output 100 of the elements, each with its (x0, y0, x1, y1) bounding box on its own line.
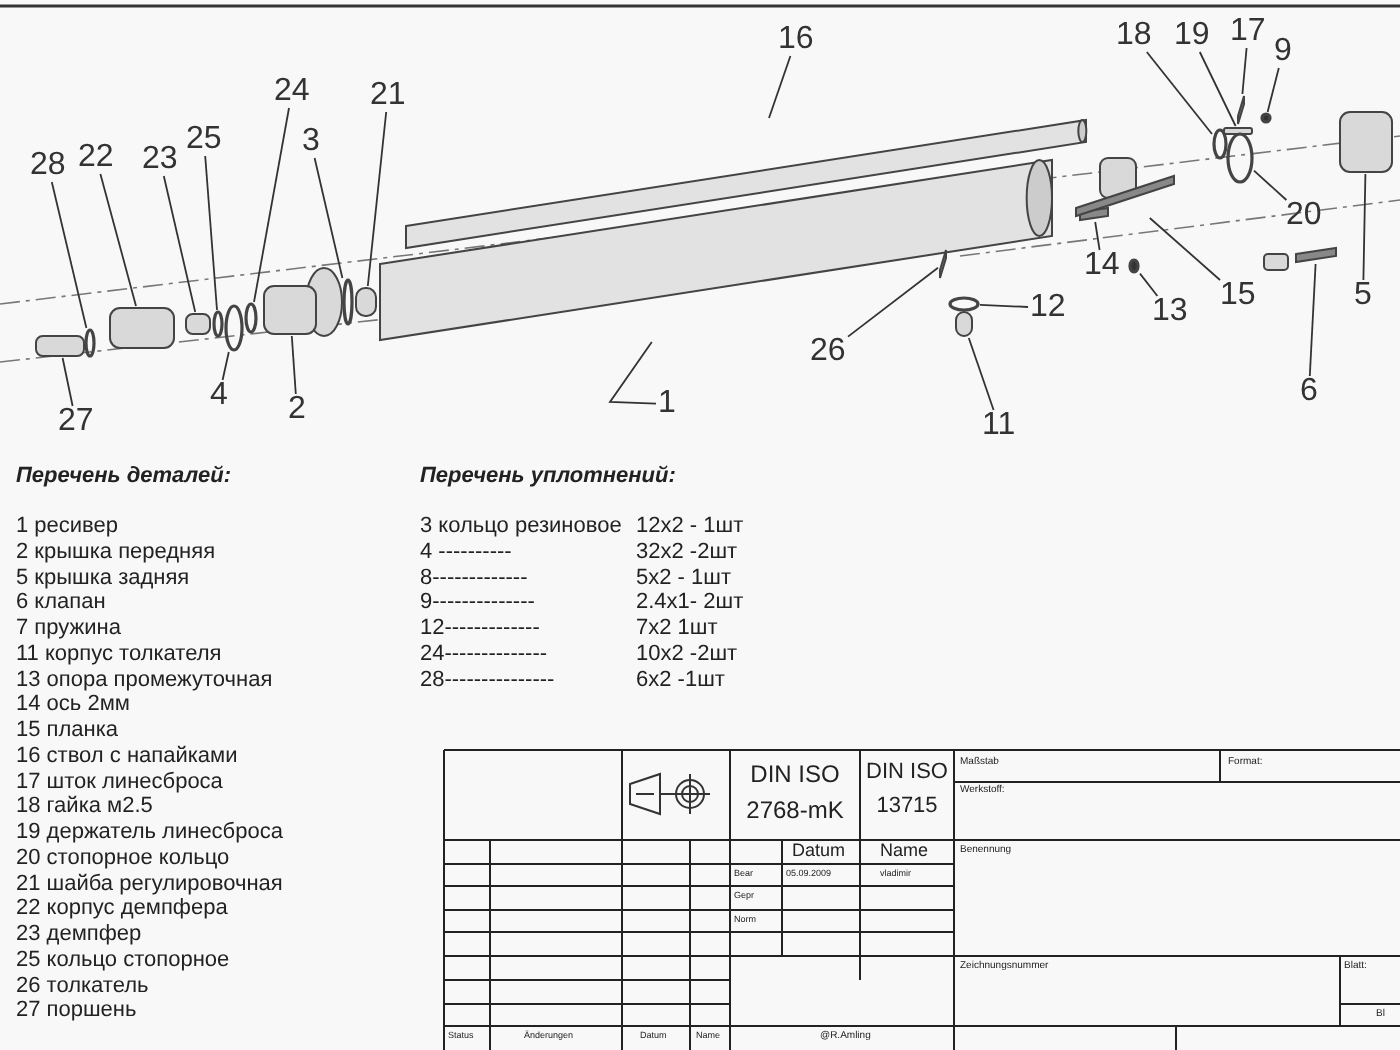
seal-size-text: 5x2 - 1шт (636, 565, 731, 590)
leader-line (221, 351, 230, 381)
callout-number: 13 (1150, 296, 1190, 328)
part-body (955, 311, 973, 337)
callout-number: 26 (808, 336, 848, 368)
leader-line (204, 155, 218, 311)
part-body (1339, 111, 1393, 173)
callout-number: 5 (1352, 280, 1374, 312)
callout-number: 16 (776, 24, 816, 56)
seal-list-item: 24-------------- (420, 641, 548, 666)
parts-list-item: 27 поршень (16, 998, 137, 1023)
callout-number: 15 (1218, 280, 1258, 312)
o-ring (1212, 128, 1228, 160)
callout-number: 17 (1228, 16, 1268, 48)
o-ring (1260, 112, 1272, 124)
parts-list-item: 6 клапан (16, 590, 106, 615)
seal-size-text: 2.4x1- 2шт (636, 590, 744, 615)
leader-line (847, 266, 939, 338)
leader-line (366, 111, 388, 287)
leader-line (1198, 51, 1237, 127)
leader-line (1266, 67, 1280, 113)
part-body (109, 307, 175, 349)
o-ring (244, 302, 258, 334)
o-ring (1128, 258, 1140, 274)
tube-part (405, 118, 1088, 250)
callout-number: 20 (1284, 200, 1324, 232)
callout-number: 3 (300, 126, 322, 158)
leader-line (1148, 217, 1221, 281)
o-ring (212, 310, 224, 338)
part-body (355, 287, 377, 317)
parts-list-item: 23 демпфер (16, 922, 142, 947)
column-header: Name (880, 842, 929, 862)
callout-number: 25 (184, 124, 224, 156)
seal-size-text: 6x2 -1шт (636, 667, 725, 692)
parts-list-item: 13 опора промежуточная (16, 667, 273, 692)
leader-line (608, 341, 657, 405)
callout-number: 1 (656, 388, 678, 420)
list-heading: Перечень уплотнений: (420, 464, 676, 489)
leader-line (290, 335, 297, 395)
parts-list-item: 15 планка (16, 718, 119, 743)
callout-number: 24 (272, 76, 312, 108)
callout-number: 9 (1272, 36, 1294, 68)
column-header: Datum (792, 842, 846, 862)
o-ring (84, 328, 96, 358)
parts-list-item: 18 гайка м2.5 (16, 794, 153, 819)
parts-list-item: 21 шайба регулировочная (16, 871, 283, 896)
callout-number: 21 (368, 80, 408, 112)
callout-number: 2 (286, 394, 308, 426)
parts-list-item: 26 толкатель (16, 973, 149, 998)
callout-number: 14 (1082, 250, 1122, 282)
leader-line (1308, 263, 1317, 377)
leader-line (967, 337, 995, 411)
parts-list-item: 2 крышка передняя (16, 539, 216, 564)
callout-number: 12 (1028, 292, 1068, 324)
o-ring (1226, 132, 1254, 184)
parts-list-item: 14 ось 2мм (16, 692, 130, 717)
callout-number: 23 (140, 144, 180, 176)
leader-line (99, 173, 137, 307)
seal-list-item: 4 ---------- (420, 539, 512, 564)
parts-list-item: 25 кольцо стопорное (16, 947, 230, 972)
rod-part (939, 249, 947, 279)
parts-list-item: 19 держатель линесброса (16, 820, 283, 845)
part-body (185, 313, 211, 335)
callout-number: 18 (1114, 20, 1154, 52)
leader-line (1094, 221, 1101, 251)
callout-number: 19 (1172, 20, 1212, 52)
callout-number: 27 (56, 406, 96, 438)
rod-part (1295, 246, 1337, 264)
callout-number: 4 (208, 380, 230, 412)
leader-line (1362, 173, 1367, 281)
leader-line (61, 357, 74, 407)
seal-size-text: 32x2 -2шт (636, 539, 738, 564)
o-ring (224, 304, 244, 352)
part-body (263, 285, 317, 335)
seal-size-text: 12x2 - 1шт (636, 514, 744, 539)
o-ring (342, 278, 354, 326)
leader-line (979, 303, 1029, 308)
leader-line (1253, 169, 1288, 201)
parts-list-item: 1 ресивер (16, 514, 119, 539)
leader-line (253, 107, 290, 303)
callout-number: 22 (76, 142, 116, 174)
callout-number: 6 (1298, 376, 1320, 408)
leader-line (1139, 272, 1159, 297)
seal-size-text: 7x2 1шт (636, 616, 718, 641)
seal-size-text: 10x2 -2шт (636, 641, 738, 666)
parts-list-item: 22 корпус демпфера (16, 896, 228, 921)
leader-line (162, 175, 197, 313)
parts-list-item: 16 ствол с напайками (16, 743, 238, 768)
seal-list-item: 3 кольцо резиновое (420, 514, 622, 539)
seal-list-item: 28--------------- (420, 667, 555, 692)
leader-line (768, 55, 792, 119)
parts-list-item: 11 корпус толкателя (16, 641, 222, 666)
standard-text: DIN ISO 13715 (864, 758, 950, 821)
callout-number: 11 (980, 410, 1018, 442)
parts-list-item: 17 шток линесброса (16, 769, 223, 794)
seal-list-item: 12------------- (420, 616, 540, 641)
seal-list-item: 9-------------- (420, 590, 535, 615)
parts-list-item: 5 крышка задняя (16, 565, 190, 590)
leader-line (50, 181, 88, 329)
list-heading: Перечень деталей: (16, 464, 232, 489)
